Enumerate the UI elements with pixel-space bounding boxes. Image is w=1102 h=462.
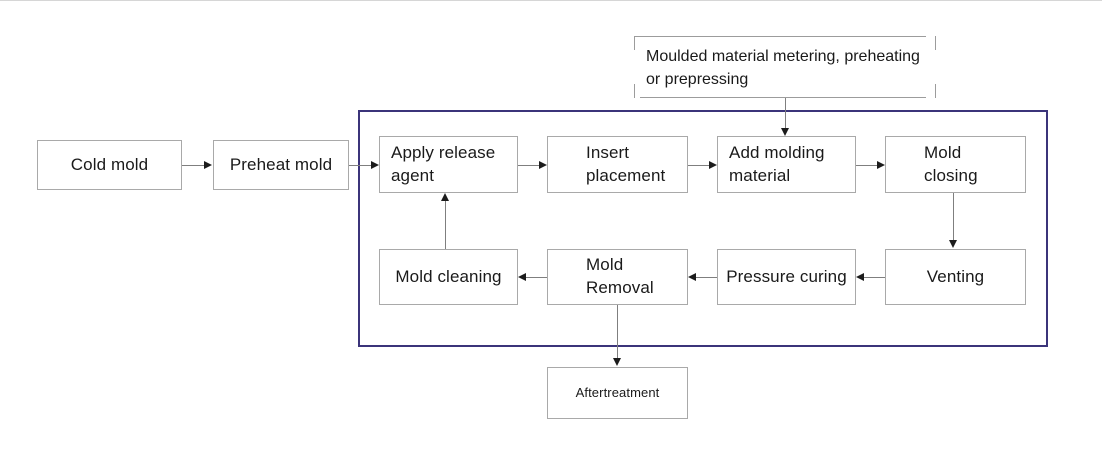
note-edge-bottom [640,97,926,98]
node-preheat-mold[interactable]: Preheat mold [213,140,349,190]
note-edge-left-bottom [634,84,635,98]
arrowhead-mold-closing-to-venting [948,240,957,248]
arrowhead-mold-cleaning-to-apply-release-agent [440,193,449,201]
node-aftertreatment[interactable]: Aftertreatment [547,367,688,419]
node-mold-removal-label: Mold Removal [548,254,654,300]
node-insert-placement[interactable]: Insert placement [547,136,688,193]
connector-mold-removal-to-mold-cleaning [526,277,547,278]
note-edge-left-top [634,36,635,50]
node-cold-mold-label: Cold mold [70,154,149,174]
note-edge-right-bottom [935,84,936,98]
arrowhead-mold-removal-to-aftertreatment [612,358,621,366]
connector-mold-closing-to-venting [953,193,954,241]
arrowhead-add-molding-to-mold-closing [877,160,885,169]
note-line-1: Moulded material metering, preheating [646,48,920,65]
arrowhead-apply-to-insert [539,160,547,169]
connector-preheat-to-apply-release-agent [349,165,372,166]
arrowhead-pressure-curing-to-mold-removal [688,272,696,281]
node-pressure-curing[interactable]: Pressure curing [717,249,856,305]
node-venting[interactable]: Venting [885,249,1026,305]
node-mold-closing[interactable]: Mold closing [885,136,1026,193]
arrowhead-insert-to-add-molding [709,160,717,169]
arrowhead-mold-removal-to-mold-cleaning [518,272,526,281]
arrowhead-cold-to-preheat [204,160,212,169]
node-add-molding-material-line2: material [729,165,791,185]
node-cold-mold[interactable]: Cold mold [37,140,182,190]
note-box: Moulded material metering, preheating or… [634,36,936,98]
node-pressure-curing-label: Pressure curing [726,266,847,286]
connector-mold-cleaning-to-apply-release-agent [445,201,446,249]
node-mold-closing-line1: Mold [924,142,962,162]
node-apply-release-agent-line2: agent [391,165,435,185]
node-mold-closing-line2: closing [924,165,978,185]
node-mold-cleaning-label: Mold cleaning [395,266,502,286]
node-apply-release-agent[interactable]: Apply release agent [379,136,518,193]
node-mold-removal-line1: Mold [586,255,624,275]
note-line-2: or prepressing [646,71,749,89]
process-group-container [358,110,1048,347]
connector-venting-to-pressure-curing [864,277,885,278]
node-apply-release-agent-line1: Apply release [391,142,496,162]
connector-pressure-curing-to-mold-removal [696,277,717,278]
connector-add-molding-to-mold-closing [856,165,878,166]
node-mold-removal-line2: Removal [586,278,654,297]
node-venting-label: Venting [926,266,985,286]
node-mold-closing-label: Mold closing [886,142,978,188]
connector-cold-to-preheat [182,165,205,166]
node-aftertreatment-label: Aftertreatment [575,385,660,401]
note-edge-top [644,36,926,37]
note-edge-right-top [935,36,936,50]
node-apply-release-agent-label: Apply release agent [380,142,495,188]
node-mold-removal[interactable]: Mold Removal [547,249,688,305]
connector-apply-to-insert [518,165,540,166]
node-mold-cleaning[interactable]: Mold cleaning [379,249,518,305]
connector-insert-to-add-molding [688,165,710,166]
node-insert-placement-line2: placement [586,165,666,185]
node-insert-placement-line1: Insert [586,142,630,162]
node-insert-placement-label: Insert placement [548,142,665,188]
node-add-molding-material-line1: Add molding [729,142,825,162]
node-preheat-mold-label: Preheat mold [229,154,333,174]
arrowhead-note-to-add-molding-material [780,128,789,136]
node-add-molding-material[interactable]: Add molding material [717,136,856,193]
arrowhead-venting-to-pressure-curing [856,272,864,281]
canvas-top-rule [0,0,1102,1]
arrowhead-preheat-to-apply-release-agent [371,160,379,169]
connector-note-to-add-molding-material [785,98,786,129]
node-add-molding-material-label: Add molding material [718,142,825,188]
connector-mold-removal-to-aftertreatment [617,305,618,359]
